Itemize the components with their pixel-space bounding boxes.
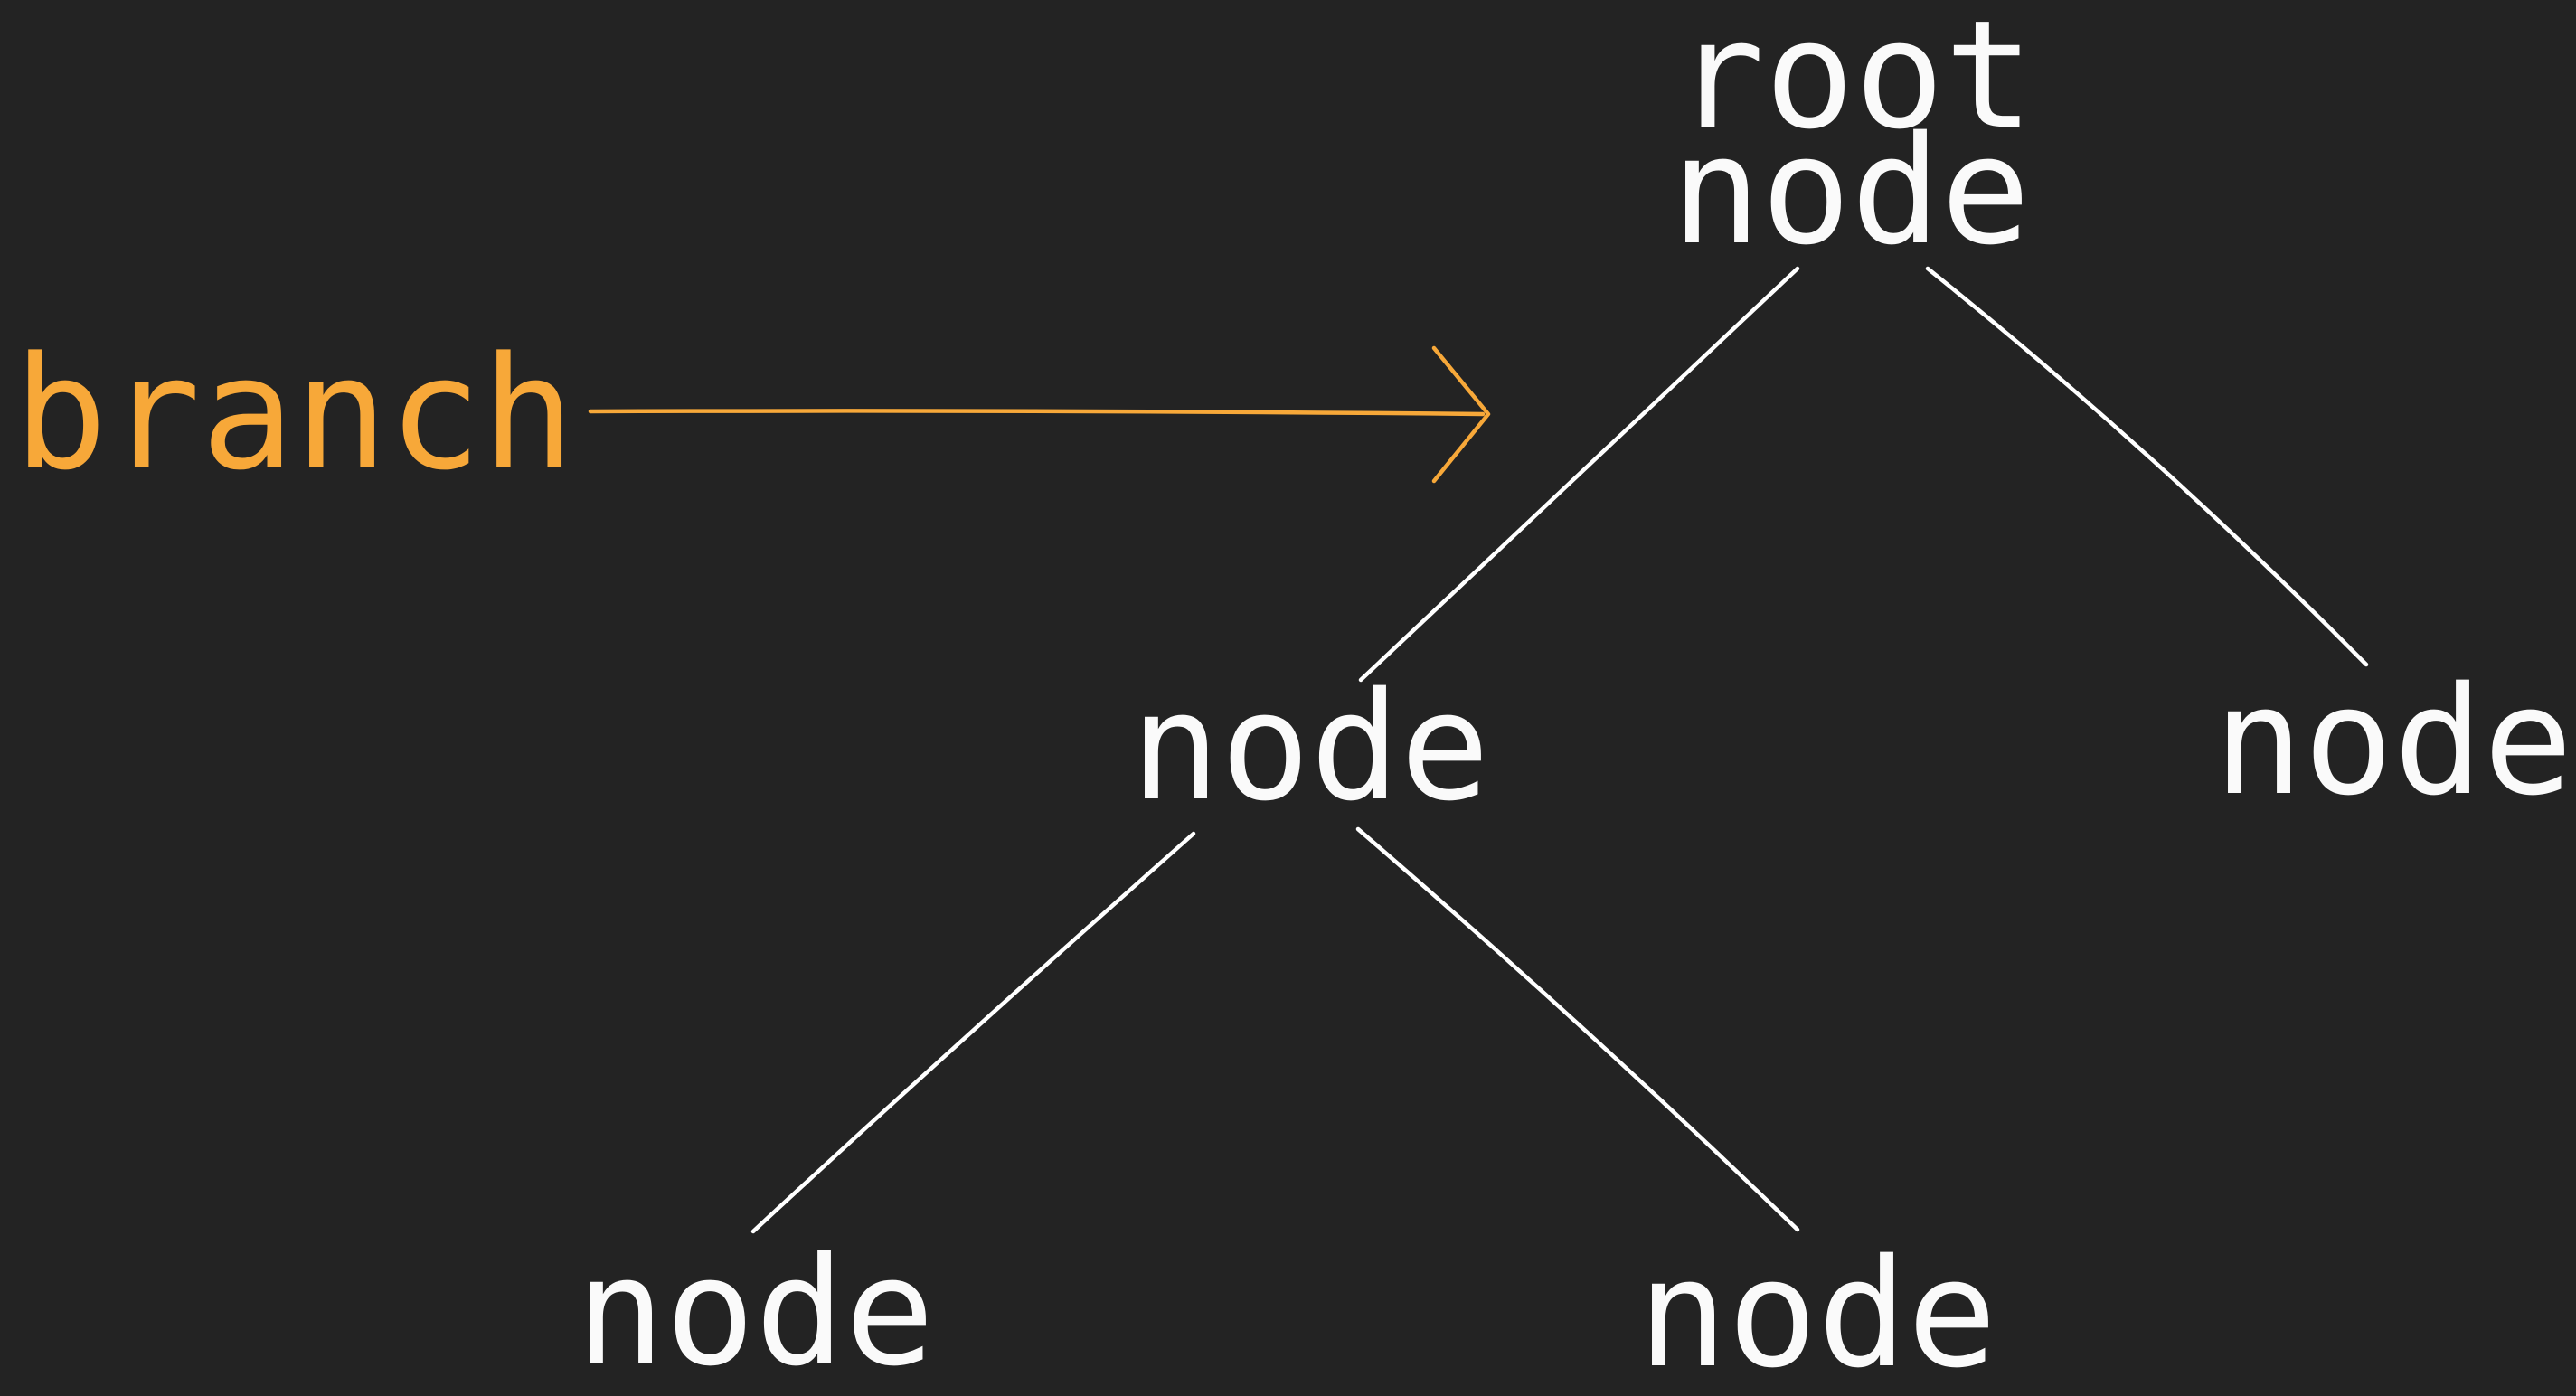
root-node-label-line-2: node — [1671, 104, 2030, 278]
edge-root-to-left-child — [1358, 266, 1800, 683]
branch-annotation-arrow — [588, 345, 1491, 484]
right-child-node-label: node — [2213, 655, 2572, 828]
arrow-shaft — [588, 409, 1486, 417]
edge-root-to-right-child — [1925, 266, 2369, 667]
root-node-label-line-1: root — [1675, 0, 2033, 162]
edge-left-child-to-left-grandchild — [750, 831, 1196, 1234]
edge-left-child-to-right-grandchild — [1355, 826, 1800, 1232]
left-child-node-label: node — [1130, 660, 1489, 834]
arrow-head — [1431, 345, 1491, 484]
left-grandchild-node-label: node — [575, 1225, 934, 1396]
right-grandchild-node-label: node — [1637, 1227, 1996, 1396]
branch-annotation-label: branch — [14, 323, 575, 505]
